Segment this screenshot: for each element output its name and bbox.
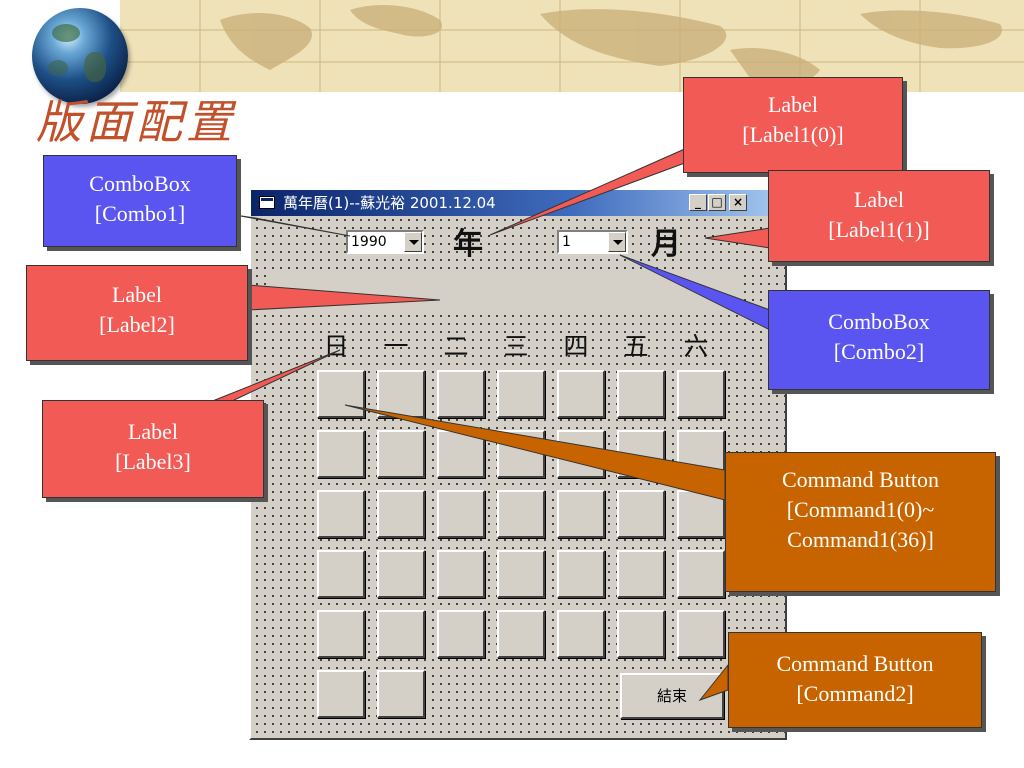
day-button[interactable]: [377, 670, 425, 718]
day-button[interactable]: [497, 370, 545, 418]
day-button[interactable]: [497, 490, 545, 538]
day-button[interactable]: [557, 610, 605, 658]
day-button[interactable]: [497, 550, 545, 598]
callout-label3: Label[Label3]: [42, 400, 264, 498]
day-button[interactable]: [317, 550, 365, 598]
day-button[interactable]: [617, 490, 665, 538]
callout-command1: Command Button[Command1(0)~Command1(36)]: [725, 452, 996, 592]
year-combobox[interactable]: 1990: [346, 230, 424, 254]
pointer-command1: [344, 404, 726, 501]
weekday-label: 五: [623, 332, 649, 361]
day-button[interactable]: [677, 610, 725, 658]
day-button[interactable]: [317, 490, 365, 538]
combo-dropdown-arrow-icon[interactable]: [404, 232, 422, 252]
pointer-command2: [698, 663, 729, 702]
day-button[interactable]: [437, 610, 485, 658]
weekday-label: 二: [443, 332, 469, 361]
maximize-icon[interactable]: □: [708, 194, 726, 211]
pointer-label2: [247, 284, 441, 311]
callout-command2: Command Button[Command2]: [728, 632, 982, 728]
day-button[interactable]: [377, 610, 425, 658]
callout-label1-1: Label[Label1(1)]: [768, 170, 990, 262]
day-button[interactable]: [437, 490, 485, 538]
slide-title: 版面配置: [36, 95, 236, 149]
window-app-icon[interactable]: [259, 196, 275, 209]
day-button[interactable]: [377, 490, 425, 538]
callout-combo2: ComboBox[Combo2]: [768, 290, 990, 390]
weekday-label: 三: [503, 332, 529, 361]
window-titlebar[interactable]: 萬年曆(1)--蘇光裕 2001.12.04 _ □ ×: [251, 190, 785, 216]
year-label: 年: [453, 227, 483, 262]
weekday-label: 四: [563, 332, 589, 361]
weekday-label: 一: [383, 332, 409, 361]
day-button[interactable]: [617, 610, 665, 658]
pointer-combo1: [234, 214, 351, 237]
day-button[interactable]: [677, 550, 725, 598]
day-button[interactable]: [317, 670, 365, 718]
globe-logo: [32, 8, 128, 104]
pointer-label1-1: [704, 227, 771, 249]
year-combobox-value: 1990: [351, 234, 387, 250]
month-combobox[interactable]: 1: [557, 230, 628, 254]
combo-dropdown-arrow-icon[interactable]: [608, 232, 626, 252]
day-button[interactable]: [557, 370, 605, 418]
month-combobox-value: 1: [562, 234, 571, 250]
vb-form-window: 萬年曆(1)--蘇光裕 2001.12.04 _ □ × 1990 年 1 月 …: [249, 188, 787, 740]
callout-label2: Label[Label2]: [26, 265, 248, 361]
pointer-combo2: [619, 254, 771, 331]
day-button[interactable]: [317, 430, 365, 478]
weekday-label: 六: [683, 332, 709, 361]
day-button[interactable]: [617, 370, 665, 418]
callout-combo1: ComboBox[Combo1]: [43, 155, 237, 247]
day-button[interactable]: [377, 430, 425, 478]
callout-label1-0: Label[Label1(0)]: [683, 77, 903, 173]
month-label: 月: [651, 227, 681, 262]
minimize-icon[interactable]: _: [689, 194, 707, 211]
day-button[interactable]: [437, 370, 485, 418]
day-button[interactable]: [557, 550, 605, 598]
world-map-banner: [120, 0, 1024, 92]
day-button[interactable]: [557, 490, 605, 538]
day-button[interactable]: [437, 550, 485, 598]
day-button[interactable]: [317, 610, 365, 658]
day-button[interactable]: [317, 370, 365, 418]
day-button[interactable]: [677, 370, 725, 418]
window-title: 萬年曆(1)--蘇光裕 2001.12.04: [283, 194, 496, 212]
day-button[interactable]: [617, 550, 665, 598]
close-icon[interactable]: ×: [729, 194, 747, 211]
day-button[interactable]: [377, 550, 425, 598]
day-button[interactable]: [497, 610, 545, 658]
